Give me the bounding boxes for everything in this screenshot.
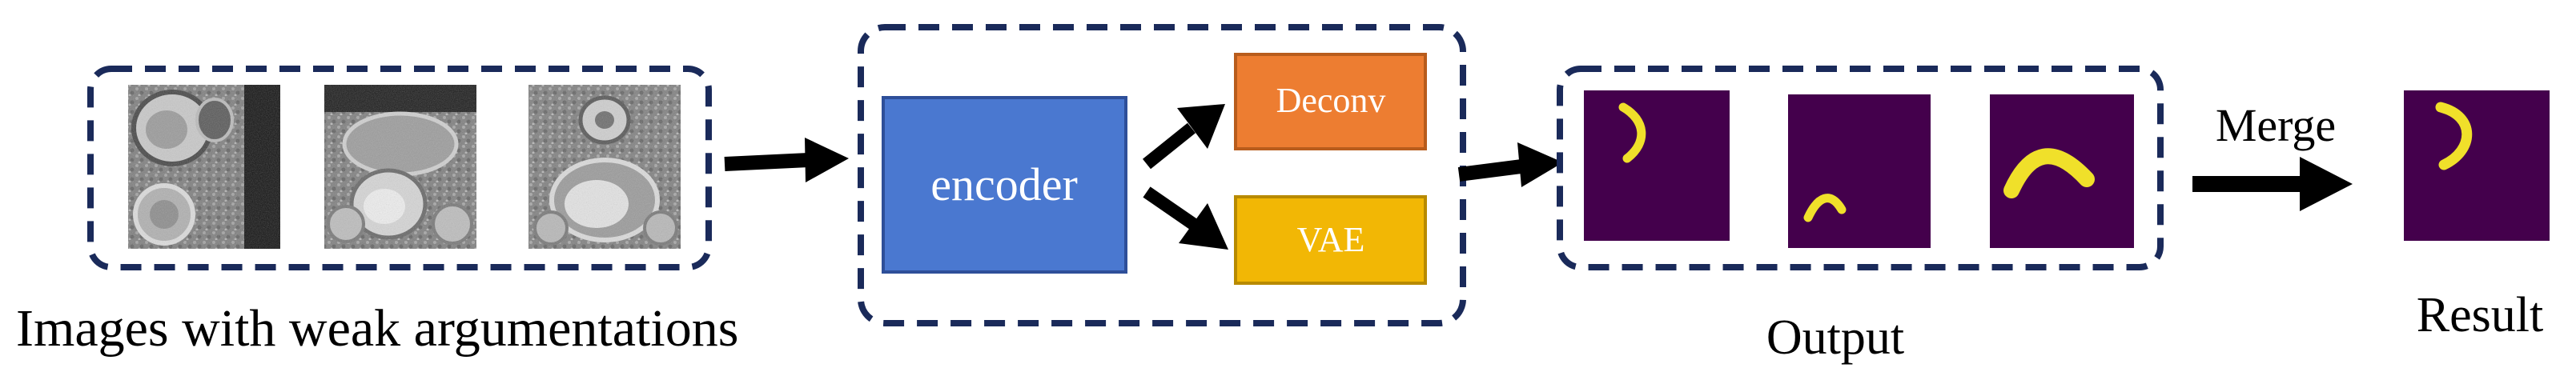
arrow-right-icon xyxy=(724,138,849,182)
mri-slice-thumbnail xyxy=(324,85,476,249)
encoder-label: encoder xyxy=(930,158,1078,210)
input-caption: Images with weak argumentations xyxy=(16,299,738,358)
input-group-frame xyxy=(87,66,712,270)
output-group-frame xyxy=(1557,66,2164,270)
merge-label: Merge xyxy=(2216,99,2336,151)
encoder-block xyxy=(882,96,1127,274)
deconv-label: Deconv xyxy=(1276,81,1386,120)
result-caption: Result xyxy=(2417,288,2543,342)
segmentation-mask-thumbnail xyxy=(1990,94,2134,248)
arrow-right-icon xyxy=(1457,142,1563,187)
arrow-right-icon xyxy=(2192,157,2353,211)
segmentation-mask-thumbnail xyxy=(2404,90,2550,241)
vae-block xyxy=(1234,195,1427,285)
mri-slice-thumbnail xyxy=(528,85,681,249)
output-caption: Output xyxy=(1766,310,1904,365)
mri-slice-thumbnail xyxy=(128,85,280,249)
vae-label: VAE xyxy=(1297,220,1365,259)
deconv-block xyxy=(1234,53,1427,150)
segmentation-mask-thumbnail xyxy=(1788,94,1931,248)
arrow-right-icon xyxy=(1143,186,1228,250)
segmentation-mask-thumbnail xyxy=(1584,90,1730,241)
arrow-right-icon xyxy=(1142,104,1225,170)
